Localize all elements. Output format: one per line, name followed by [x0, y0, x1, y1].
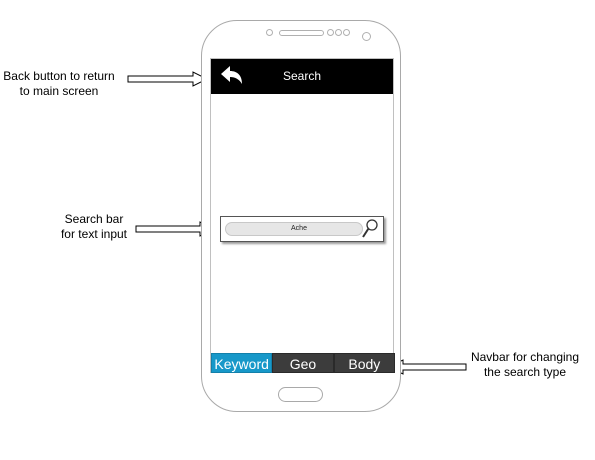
tab-geo[interactable]: Geo: [272, 353, 334, 373]
sensor-dot: [266, 29, 273, 36]
callout-navbar-line-1: Navbar for changing: [470, 350, 580, 364]
callout-search-line-1: Search bar: [64, 212, 124, 226]
sensor-dot: [327, 29, 334, 36]
sensor-dot: [343, 29, 350, 36]
callout-search-line-2: for text input: [60, 227, 128, 241]
callout-navbar-line-2: the search type: [483, 365, 567, 379]
magnifier-icon[interactable]: [361, 218, 379, 240]
callout-back-line-2: to main screen: [19, 84, 99, 98]
sensor-dot: [335, 29, 342, 36]
callout-back-button: Back button to return to main screen: [0, 69, 118, 99]
callout-navbar: Navbar for changing the search type: [462, 350, 588, 380]
search-bar[interactable]: Ache: [220, 216, 384, 242]
home-button[interactable]: [278, 387, 323, 402]
front-camera: [362, 32, 371, 41]
app-header: Search: [211, 59, 393, 94]
search-input[interactable]: Ache: [225, 222, 363, 236]
tab-keyword[interactable]: Keyword: [211, 353, 273, 373]
arrow-to-back-button: [127, 71, 209, 87]
callout-search-bar: Search bar for text input: [55, 212, 133, 242]
tab-body[interactable]: Body: [333, 353, 395, 373]
callout-back-line-1: Back button to return: [3, 69, 115, 83]
speaker-grille: [279, 30, 324, 36]
back-arrow-icon[interactable]: [218, 63, 244, 89]
page-title: Search: [282, 69, 322, 83]
